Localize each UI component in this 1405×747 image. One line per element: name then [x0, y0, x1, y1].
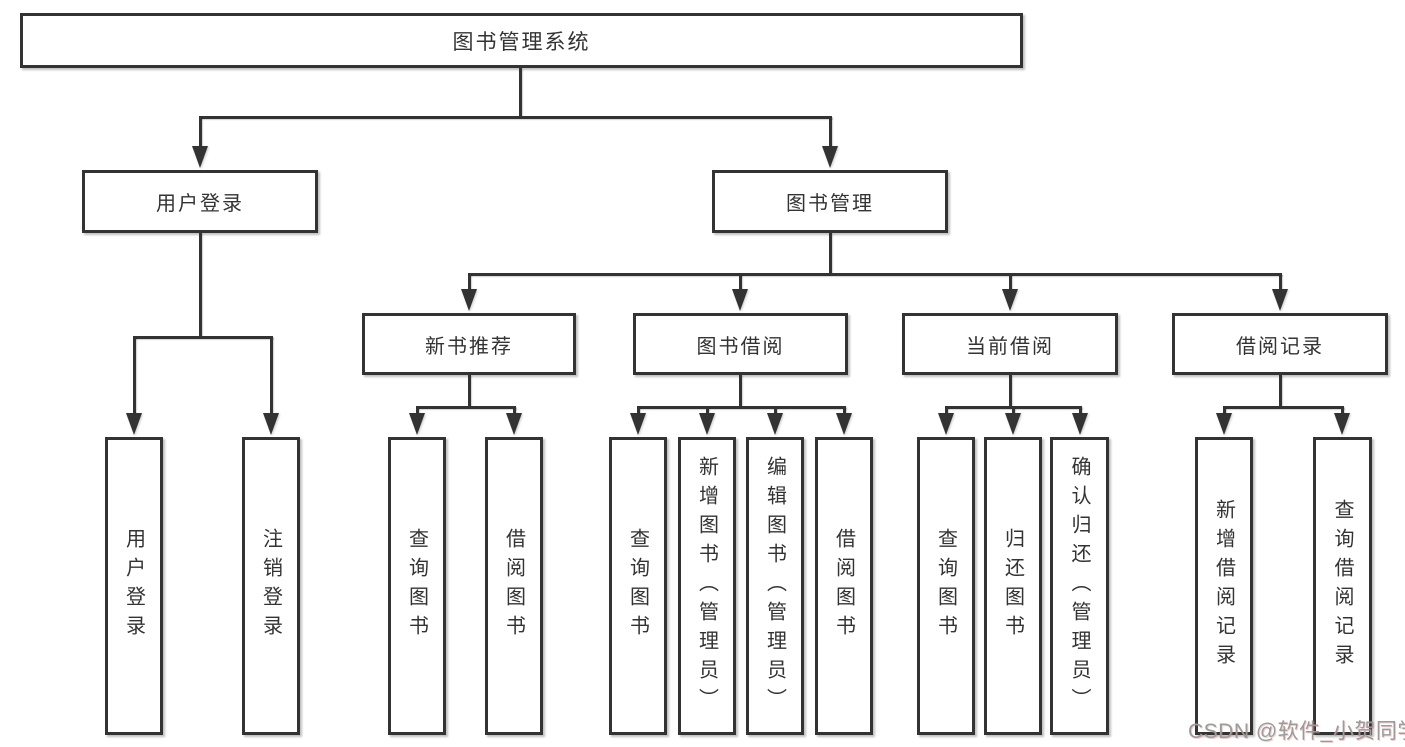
connector-arrow-shaft — [1222, 407, 1226, 417]
arrow-down-icon — [1002, 289, 1018, 311]
node-label-leaf-query-book-borrow: 查询图书 — [626, 528, 649, 644]
arrow-down-icon — [836, 413, 852, 435]
arrow-down-icon — [1072, 413, 1088, 435]
node-label-leaf-edit-book-admin: 编辑图书（管理员） — [763, 455, 786, 717]
arrow-down-icon — [1005, 413, 1021, 435]
node-label-leaf-query-book-current: 查询图书 — [934, 528, 957, 644]
node-leaf-return-book: 归还图书 — [984, 437, 1042, 735]
node-label-leaf-add-book-admin: 新增图书（管理员） — [695, 455, 718, 717]
arrow-down-icon — [938, 413, 954, 435]
connector-arrow-shaft — [1078, 407, 1082, 417]
connector-arrow-shaft — [198, 117, 202, 150]
node-label-leaf-return-book: 归还图书 — [1001, 528, 1024, 644]
node-leaf-query-book-rec: 查询图书 — [388, 437, 446, 735]
arrow-down-icon — [263, 413, 279, 435]
connector-arrow-shaft — [738, 274, 742, 293]
node-leaf-query-borrow-record: 查询借阅记录 — [1313, 437, 1372, 735]
connector-arrow-shaft — [1340, 407, 1344, 417]
node-leaf-borrow-book-rec: 借阅图书 — [485, 437, 543, 735]
connector-arrow-shaft — [132, 337, 136, 417]
connector-arrow-shaft — [1008, 274, 1012, 293]
node-leaf-query-book-borrow: 查询图书 — [609, 437, 667, 735]
node-label-leaf-query-book-rec: 查询图书 — [405, 528, 428, 644]
connector-arrow-shaft — [269, 337, 273, 417]
connector-line — [738, 375, 742, 407]
connector-arrow-shaft — [636, 407, 640, 417]
arrow-down-icon — [461, 289, 477, 311]
connector-arrow-shaft — [512, 407, 516, 417]
connector-line — [1008, 375, 1012, 407]
arrow-down-icon — [126, 413, 142, 435]
connector-arrow-shaft — [842, 407, 846, 417]
arrow-down-icon — [699, 413, 715, 435]
connector-line — [1278, 375, 1282, 407]
node-current-borrow: 当前借阅 — [902, 313, 1118, 375]
node-leaf-confirm-return-admin: 确认归还（管理员） — [1050, 437, 1109, 735]
node-label-leaf-add-borrow-record: 新增借阅记录 — [1212, 499, 1235, 673]
connector-line — [636, 405, 846, 409]
node-leaf-logout: 注销登录 — [242, 437, 300, 735]
arrow-down-icon — [822, 146, 838, 168]
node-label-book-borrow: 图书借阅 — [696, 335, 785, 358]
connector-line — [828, 233, 832, 274]
connector-line — [467, 375, 471, 407]
node-new-book-recommend: 新书推荐 — [362, 313, 576, 375]
arrow-down-icon — [506, 413, 522, 435]
connector-arrow-shaft — [705, 407, 709, 417]
node-label-borrow-records: 借阅记录 — [1236, 335, 1324, 358]
arrow-down-icon — [192, 146, 208, 168]
connector-arrow-shaft — [944, 407, 948, 417]
node-leaf-add-borrow-record: 新增借阅记录 — [1195, 437, 1253, 735]
arrow-down-icon — [1334, 413, 1350, 435]
arrow-down-icon — [630, 413, 646, 435]
node-leaf-user-login: 用户登录 — [105, 437, 163, 735]
connector-arrow-shaft — [828, 117, 832, 150]
watermark: CSDN @软件_小贺同学 — [1188, 720, 1405, 743]
node-label-leaf-borrow-book: 借阅图书 — [832, 528, 855, 644]
node-borrow-records: 借阅记录 — [1172, 313, 1388, 375]
node-root: 图书管理系统 — [20, 13, 1023, 68]
arrow-down-icon — [409, 413, 425, 435]
arrow-down-icon — [767, 413, 783, 435]
connector-arrow-shaft — [773, 407, 777, 417]
connector-line — [415, 405, 516, 409]
node-book-borrow: 图书借阅 — [633, 313, 848, 375]
connector-line — [467, 272, 1282, 276]
node-label-new-book-recommend: 新书推荐 — [425, 335, 513, 358]
connector-line — [198, 233, 202, 337]
connector-arrow-shaft — [1011, 407, 1015, 417]
node-label-leaf-logout: 注销登录 — [259, 528, 282, 644]
connector-arrow-shaft — [1278, 274, 1282, 293]
node-label-root: 图书管理系统 — [452, 30, 591, 54]
node-leaf-edit-book-admin: 编辑图书（管理员） — [746, 437, 804, 735]
node-label-leaf-user-login: 用户登录 — [122, 528, 145, 644]
node-label-leaf-borrow-book-rec: 借阅图书 — [502, 528, 525, 644]
connector-line — [198, 115, 832, 119]
arrow-down-icon — [732, 289, 748, 311]
connector-arrow-shaft — [415, 407, 419, 417]
arrow-down-icon — [1216, 413, 1232, 435]
connector-arrow-shaft — [467, 274, 471, 293]
node-label-current-borrow: 当前借阅 — [966, 335, 1054, 358]
connector-line — [132, 335, 273, 339]
node-book-management: 图书管理 — [712, 170, 948, 233]
node-label-leaf-query-borrow-record: 查询借阅记录 — [1331, 499, 1353, 673]
node-label-leaf-confirm-return-admin: 确认归还（管理员） — [1068, 455, 1090, 717]
node-leaf-borrow-book: 借阅图书 — [815, 437, 873, 735]
connector-line — [518, 68, 522, 117]
node-leaf-query-book-current: 查询图书 — [917, 437, 975, 735]
node-label-book-management: 图书管理 — [786, 193, 874, 215]
node-leaf-add-book-admin: 新增图书（管理员） — [678, 437, 736, 735]
node-user-login: 用户登录 — [82, 170, 318, 233]
connector-line — [1222, 405, 1344, 409]
arrow-down-icon — [1272, 289, 1288, 311]
node-label-user-login: 用户登录 — [156, 193, 244, 215]
